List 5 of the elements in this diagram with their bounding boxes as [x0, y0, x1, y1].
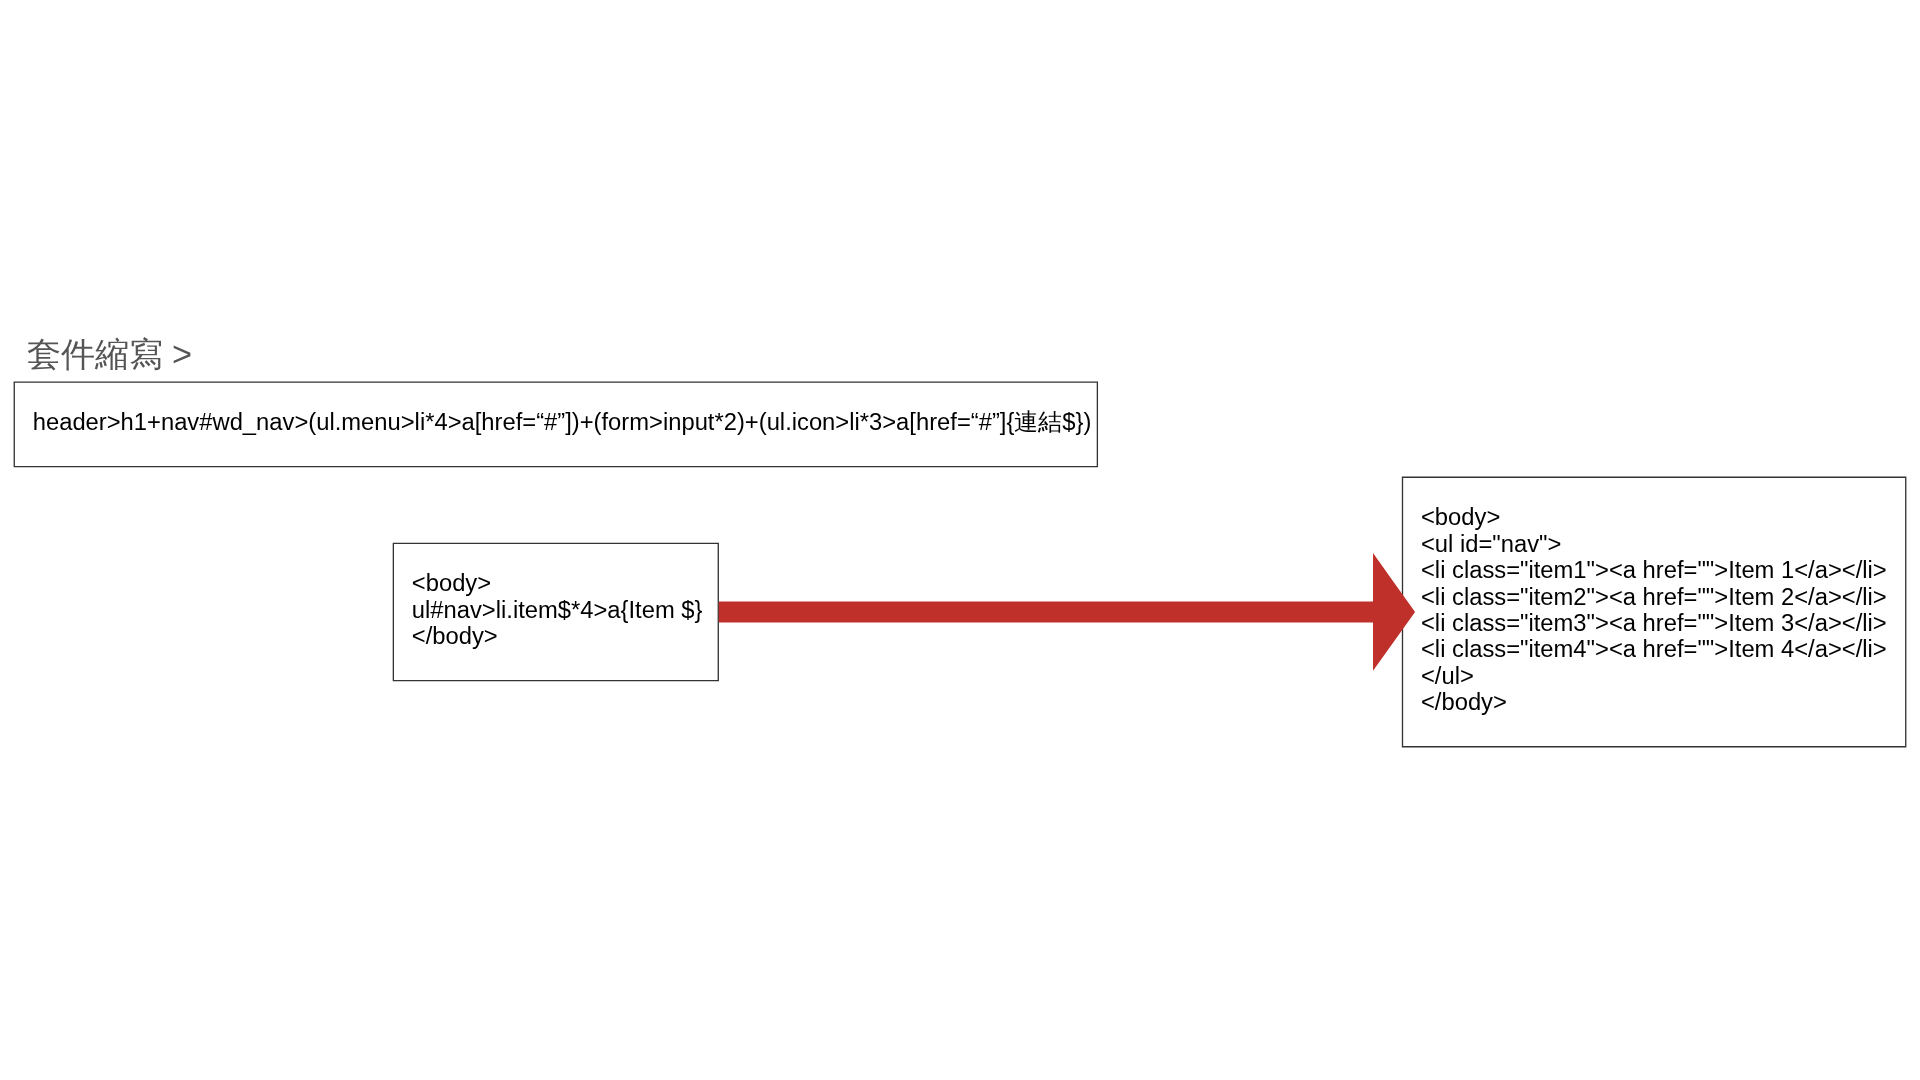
arrow	[718, 553, 1416, 671]
diagram-title: 套件縮寫 >	[26, 335, 193, 374]
node-box: header>h1+nav#wd_nav>(ul.menu>li*4>a[href=“#”])+(form>input*2)+(ul.icon>li*3>a[href=“#”]{連結$})	[13, 381, 1099, 468]
node-box: <body> ul#nav>li.item$*4>a{Item $} </body>	[392, 542, 719, 682]
node-box: <body> <ul id="nav"> <li class="item1"><a href="">Item 1</a></li> <li class="item2"><a href="">Item 2</a></li> <li class="item3"><a href="">Item 3</a></li> <li class="item4"><a href="">Item 4</a></li> </ul> </body>	[1401, 476, 1907, 748]
